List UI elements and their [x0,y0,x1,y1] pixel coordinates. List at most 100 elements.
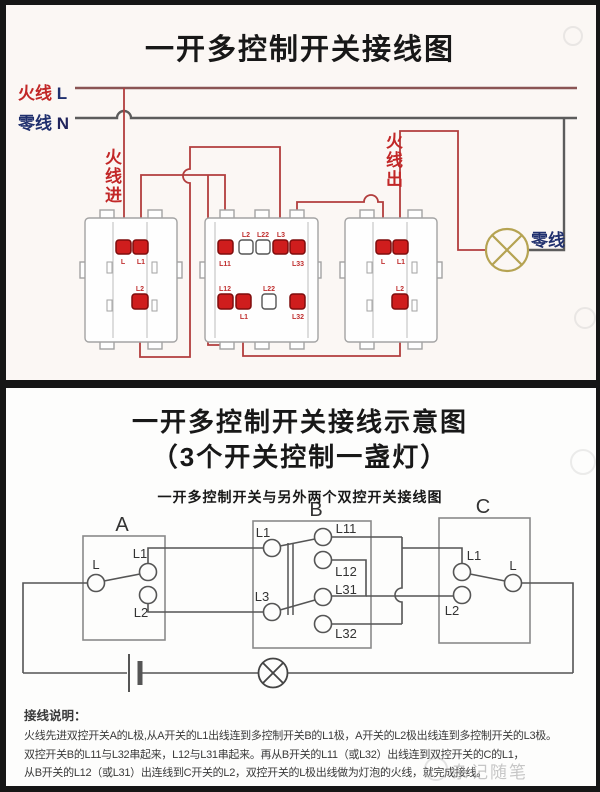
a-label-L: L [92,557,99,572]
terminal-mid-L33 [289,239,306,255]
label-mid-L22b: L22 [263,286,275,293]
screw-slot [151,261,158,274]
lamp-cross [262,662,284,684]
lamp-symbol-bottom [257,657,289,689]
lamp-neutral-label: 零线 [531,231,565,250]
terminals [115,239,409,310]
frame-bottom [0,786,600,792]
watermark-marks [563,26,596,475]
live-in-label: 火线进 [102,148,121,205]
a-terminal-L [86,573,106,593]
label-mid-L12: L12 [219,286,231,293]
switch-b-lever-top [279,538,316,547]
a-label-L1: L1 [133,546,147,561]
terminal-mid-L12 [217,293,234,310]
wire-b-to-c-l1 [402,547,463,563]
left-switch-plate [79,209,183,350]
terminal-mid-L11 [217,239,234,255]
notes-line: 从B开关的L12（或L31）出连线到C开关的L2，双控开关的L极出线做为灯泡的火… [24,767,487,779]
notes-line: 双控开关B的L11与L32串起来，L12与L31串起来。再从B开关的L11（或L… [24,748,525,761]
b-terminal-L12 [313,550,333,570]
terminal-right-L [375,239,392,255]
middle-switch-plate [199,209,322,350]
screw-slot [151,299,158,312]
wiring-notes: 接线说明： 火线先进双控开关A的L极,从A开关的L1出线连到多控制开关B的L1极… [24,705,586,783]
label-left-L2: L2 [136,286,144,293]
frame-left [0,0,6,792]
watermark-text: 杂记随笔 [452,763,528,782]
c-terminal-L [503,573,523,593]
terminal-mid-L22b-unused [261,293,277,310]
plate-inner-lines [214,222,309,338]
terminal-mid-L1 [235,293,252,310]
live-rail-label: 火线 L [18,79,67,104]
wire-leftL2-to-mid-L3 [139,146,281,358]
label-mid-L3: L3 [277,232,285,239]
c-label-L2: L2 [445,603,459,618]
schematic-terminals [86,527,523,634]
watermark-logo [563,26,583,46]
terminal-left-L2 [131,293,149,310]
notes-line: 火线先进双控开关A的L极,从A开关的L1出线连到多控制开关B的L1极，A开关的L… [24,730,557,742]
b-label-L3: L3 [255,589,269,604]
label-left-L: L [121,259,126,266]
bottom-title-line1: 一开多控制开关接线示意图 [131,407,468,437]
a-terminal-L2 [138,585,158,605]
label-right-L: L [381,259,386,266]
live-rail-label-cn: 火线 [18,84,52,103]
a-label-L2: L2 [134,605,148,620]
terminal-mid-L32 [289,293,306,310]
label-mid-L2: L2 [242,232,250,239]
plate-body [344,217,438,343]
top-panel-title: 一开多控制开关接线图 [144,34,455,66]
wire-a-l1-to-b-l1 [147,547,263,563]
bottom-schematic [22,517,574,692]
label-mid-L1: L1 [240,314,248,321]
switch-b-lever-bottom [279,599,316,611]
schematic-labels: A B C L L1 L2 L1 L3 L11 L12 L31 L32 L1 L… [92,496,516,641]
neutral-rail-letter: N [56,114,70,133]
switch-c-box [438,517,531,644]
screw-slot [411,261,418,274]
right-switch-plate [339,209,443,350]
screw-slot [106,299,113,312]
switch-b-box [252,520,372,649]
screw-slot [106,261,113,274]
frame-top [0,0,600,5]
switch-c-name: C [476,496,490,518]
c-terminal-L1 [452,562,472,582]
b-label-L12: L12 [335,564,357,579]
b-terminal-L32 [313,614,333,634]
notes-heading: 接线说明： [24,709,87,723]
wire-mid-to-right-L [296,194,384,240]
b-label-L32: L32 [335,626,357,641]
c-terminal-L2 [452,585,472,605]
lamp-cross [491,234,523,266]
screw-slot [366,261,373,274]
terminal-labels: L L1 L2 L2 L22 L3 L11 L33 L12 L22 L1 L32… [121,232,405,321]
terminal-left-L1 [132,239,149,255]
live-out-label: 火线出 [383,132,402,189]
bottom-title-line2: （3个开关控制一盏灯） [151,442,449,472]
b-terminal-L1 [262,538,282,558]
c-label-L: L [509,558,516,573]
b-label-L31: L31 [335,582,357,597]
panel-divider [0,380,600,388]
label-right-L2: L2 [396,286,404,293]
c-label-L1: L1 [467,548,481,563]
wire-c-l-out [522,582,574,673]
switch-a-box [82,535,166,641]
b-label-L1: L1 [256,525,270,540]
switch-plates [79,209,443,350]
watermark-logo [424,757,448,781]
switch-b-rocker-bars [287,543,294,615]
label-mid-L32: L32 [292,314,304,321]
wire-a-l2-to-b-l3 [147,604,263,613]
screw-slot [411,299,418,312]
terminal-mid-L3 [272,239,289,255]
label-mid-L33: L33 [292,261,304,268]
neutral-drop-wire [528,119,566,252]
label-mid-L22: L22 [257,232,269,239]
